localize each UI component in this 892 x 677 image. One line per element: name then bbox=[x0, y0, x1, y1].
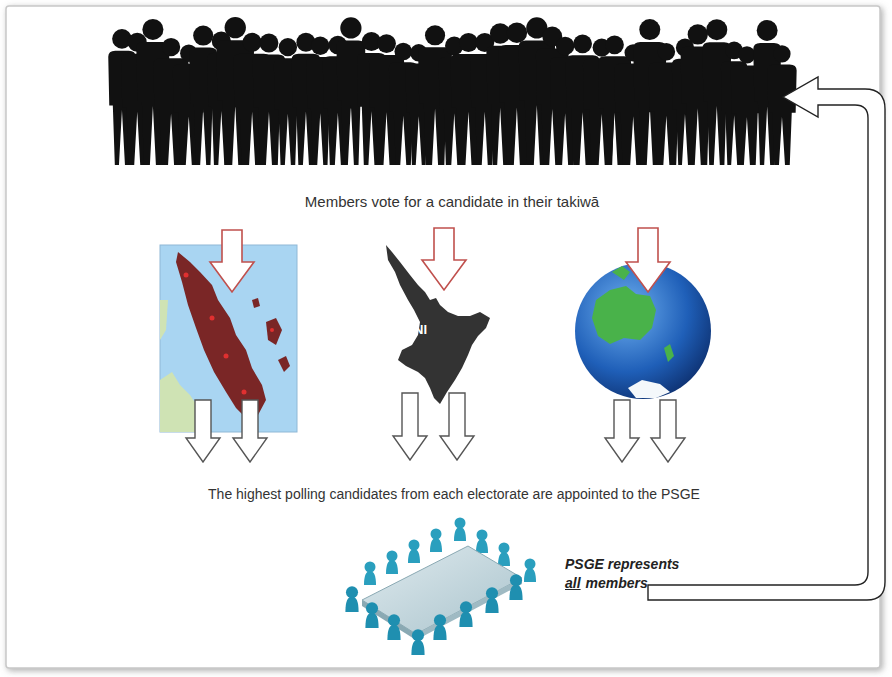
island-region: NI bbox=[383, 243, 491, 406]
person-head bbox=[377, 34, 396, 53]
figure-body bbox=[476, 539, 488, 553]
north-island-shape bbox=[386, 245, 490, 404]
figure-body bbox=[459, 612, 472, 627]
person-head bbox=[573, 34, 592, 53]
figure-body bbox=[485, 598, 498, 613]
meeting-table bbox=[345, 518, 536, 656]
caption-text: Members vote for a candidate in their ta… bbox=[305, 193, 599, 211]
figure-body bbox=[386, 560, 398, 574]
figure-head bbox=[365, 562, 376, 573]
figure-head bbox=[346, 586, 358, 598]
figure-body bbox=[433, 625, 446, 640]
figure-head bbox=[525, 559, 536, 570]
figure-head bbox=[409, 540, 420, 551]
note-text: PSGE represents bbox=[565, 556, 679, 573]
person-body bbox=[767, 65, 796, 165]
figure-body bbox=[454, 527, 466, 541]
figure-head bbox=[499, 543, 510, 554]
figure-body bbox=[365, 613, 378, 628]
person-head bbox=[706, 19, 727, 40]
figure-head bbox=[510, 574, 522, 586]
figure-body bbox=[498, 552, 510, 566]
frame bbox=[6, 6, 880, 668]
person-head bbox=[738, 46, 755, 63]
figure-head bbox=[434, 614, 446, 626]
figure-head bbox=[477, 530, 488, 541]
person-head bbox=[459, 33, 478, 52]
figure-head bbox=[460, 601, 472, 613]
person-head bbox=[556, 37, 574, 55]
note-emphasis: all bbox=[565, 575, 581, 592]
note-text: members bbox=[586, 575, 648, 592]
person-head bbox=[658, 43, 676, 61]
person-head bbox=[394, 43, 412, 61]
figure-body bbox=[364, 571, 376, 585]
person-head bbox=[279, 38, 297, 56]
person-head bbox=[311, 36, 330, 55]
person-head bbox=[225, 17, 246, 38]
person-head bbox=[757, 20, 778, 41]
person-head bbox=[639, 19, 660, 40]
crowd-silhouettes bbox=[108, 17, 796, 165]
person-head bbox=[243, 33, 262, 52]
person-head bbox=[688, 24, 708, 44]
person-head bbox=[259, 34, 278, 53]
person-head bbox=[605, 35, 624, 54]
person-head bbox=[142, 19, 163, 40]
caption-text: The highest polling candidates from each… bbox=[208, 486, 700, 503]
figure-body bbox=[524, 568, 536, 582]
person-head bbox=[340, 17, 361, 38]
person-head bbox=[507, 22, 528, 43]
appointment-arrows bbox=[186, 393, 685, 462]
figure-body bbox=[345, 597, 358, 612]
return-arrow bbox=[648, 77, 885, 600]
figure-body bbox=[411, 640, 424, 655]
figure-head bbox=[486, 587, 498, 599]
figure-head bbox=[366, 602, 378, 614]
vote-arrows bbox=[210, 228, 670, 292]
figure-body bbox=[387, 625, 400, 640]
figure-head bbox=[387, 551, 398, 562]
figure-body bbox=[408, 549, 420, 563]
figure-head bbox=[455, 518, 466, 529]
person-head bbox=[162, 38, 180, 56]
figure-head bbox=[412, 629, 424, 641]
figure-body bbox=[509, 585, 522, 600]
person-head bbox=[193, 25, 213, 45]
person-head bbox=[773, 45, 790, 62]
region-label: NI bbox=[414, 322, 427, 337]
figure-head bbox=[431, 529, 442, 540]
figure-body bbox=[430, 538, 442, 552]
person-head bbox=[425, 25, 445, 45]
figure-head bbox=[388, 614, 400, 626]
north-island-outline bbox=[383, 243, 491, 406]
